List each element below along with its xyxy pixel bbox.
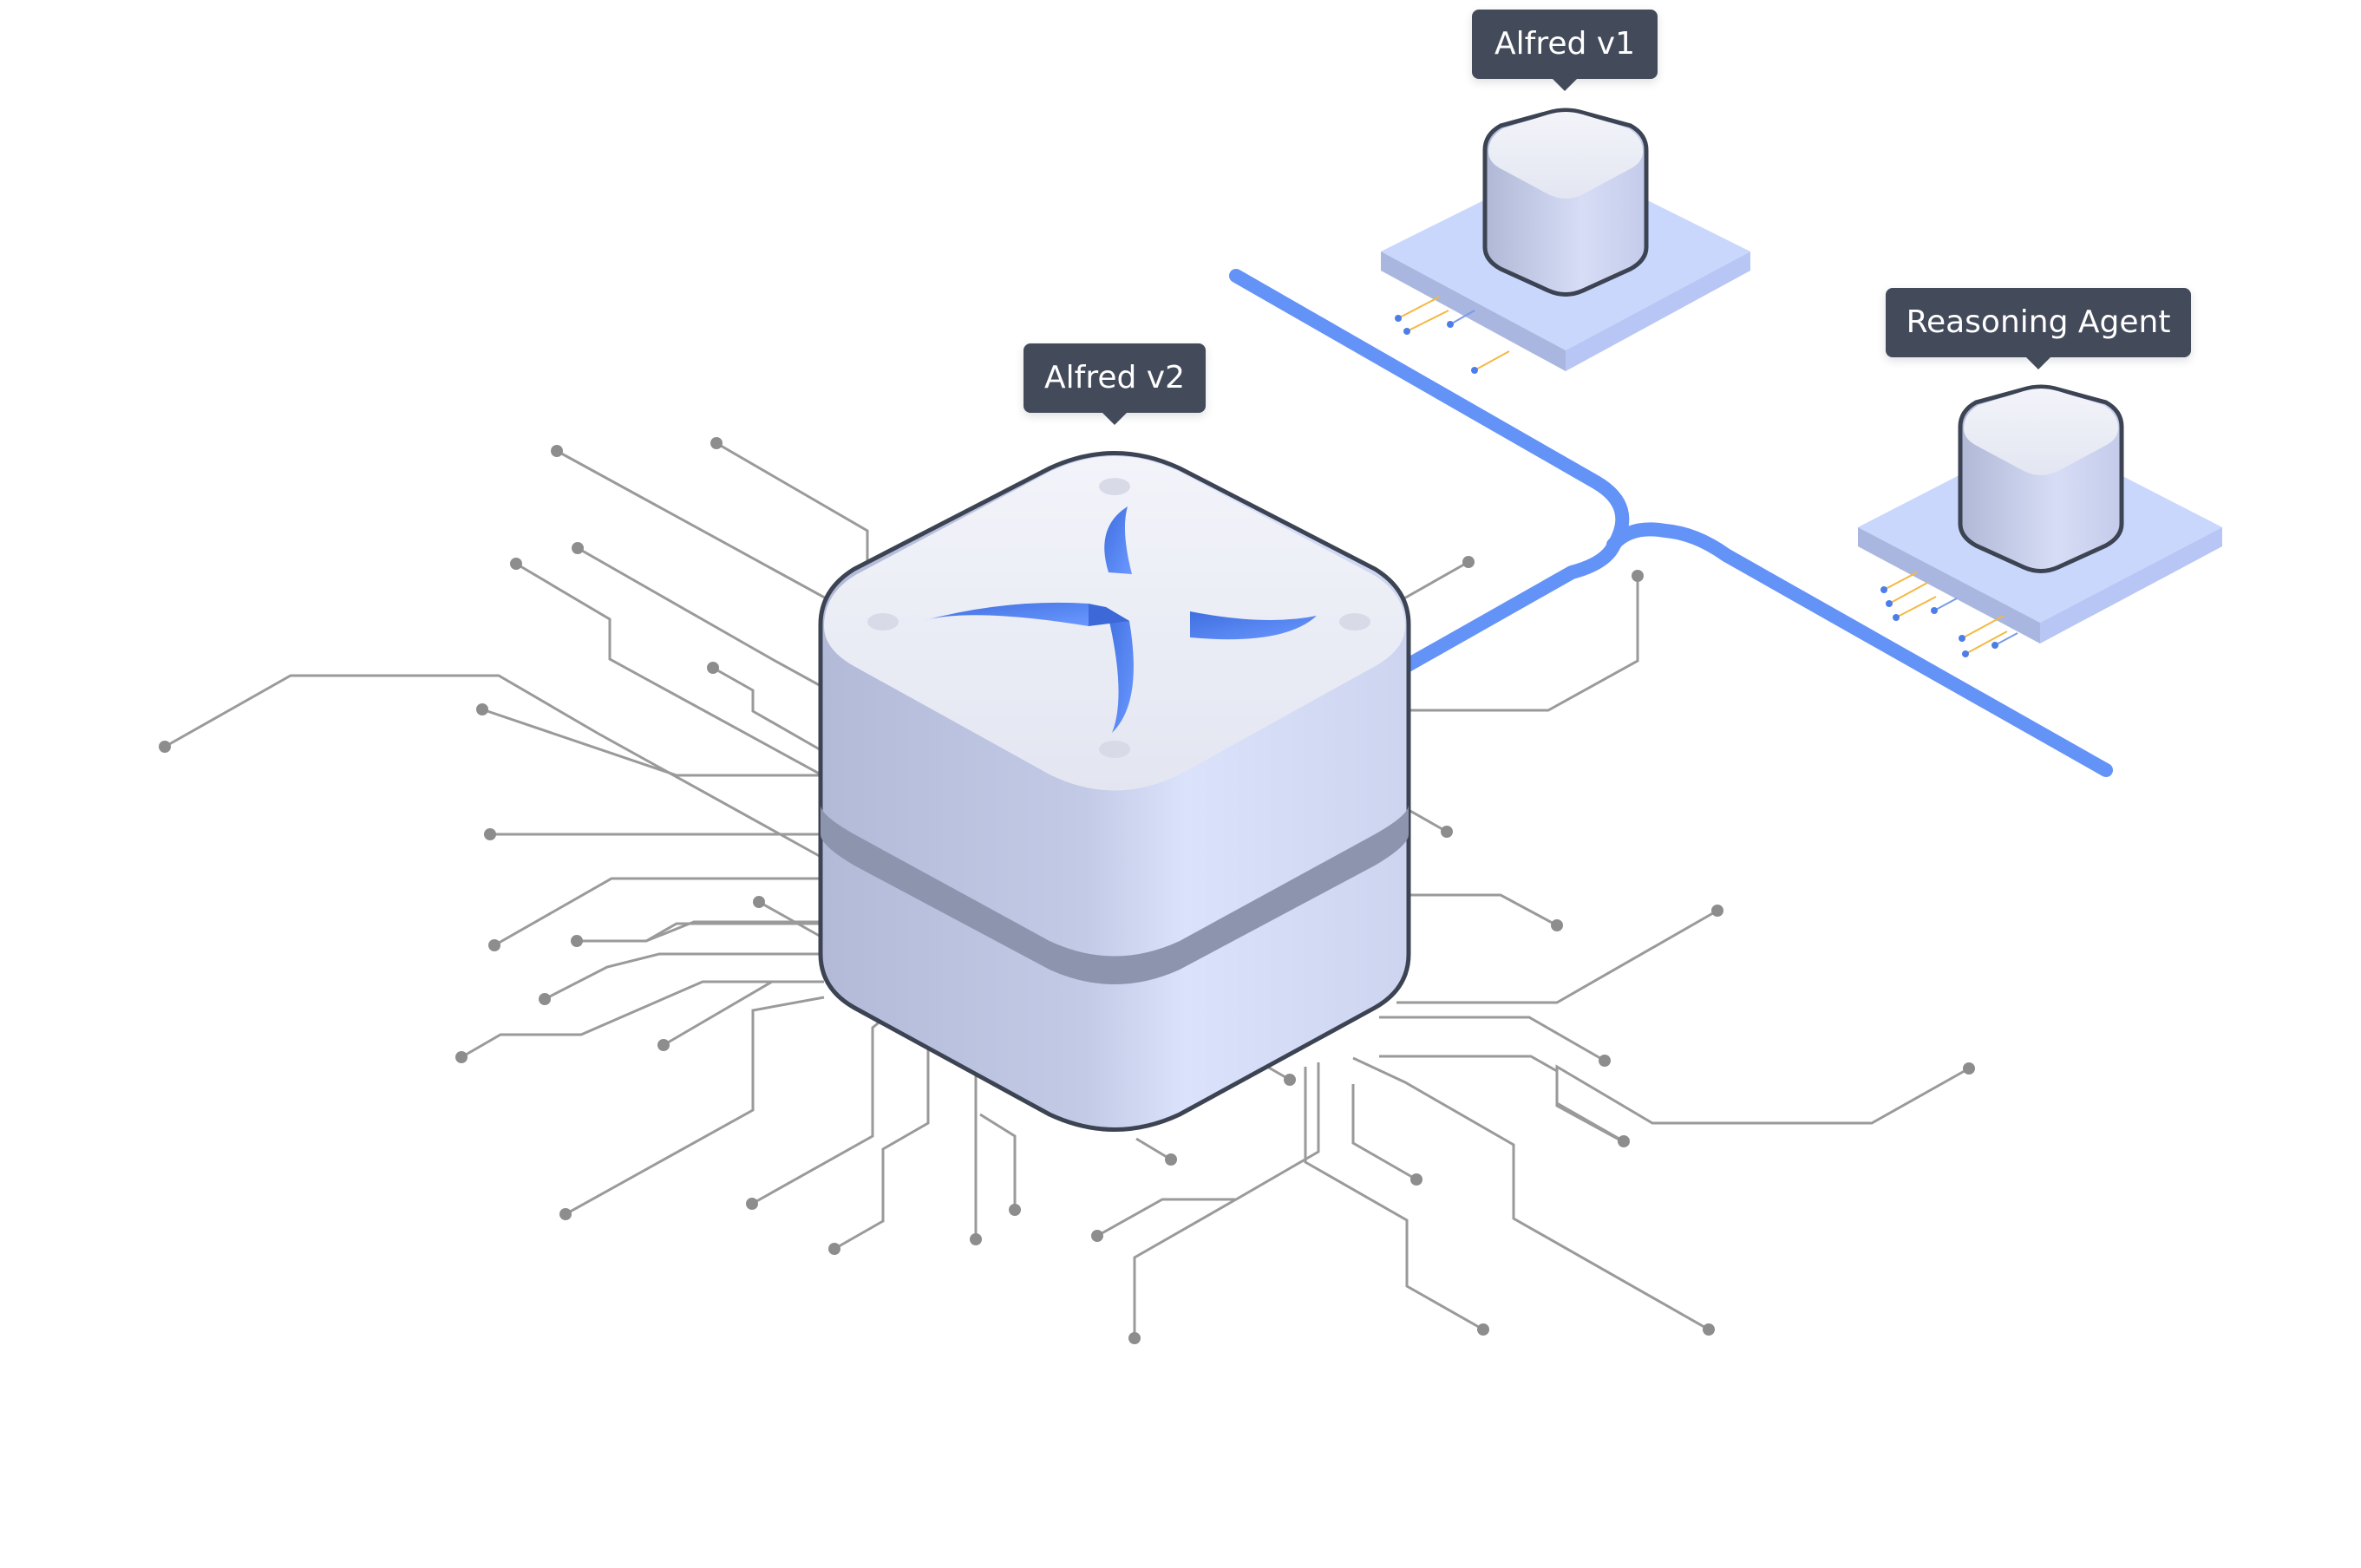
small-cube-top — [1964, 389, 2118, 475]
reasoning-agent-label: Reasoning Agent — [1886, 288, 2191, 369]
mount-holes — [867, 478, 1370, 758]
reasoning-agent-node[interactable] — [1858, 384, 2222, 657]
platform-dots — [1880, 586, 1998, 657]
alfred-v1-label: Alfred v1 — [1472, 10, 1658, 91]
platform-right — [1566, 252, 1750, 371]
platform-dots — [1395, 315, 1478, 374]
alfred-v2-node[interactable] — [818, 451, 1411, 1132]
x-logo-icon — [922, 506, 1317, 733]
small-cube-top — [1488, 112, 1643, 199]
alfred-v2-label: Alfred v2 — [1024, 343, 1206, 425]
circuit-pins — [159, 437, 1975, 1344]
platform-pins — [1397, 296, 1510, 371]
platform-pins — [1883, 572, 2018, 655]
platform-right — [2040, 527, 2222, 644]
platform-left — [1858, 527, 2040, 644]
circuit-traces — [164, 441, 1970, 1338]
connection-bus — [1229, 269, 2113, 777]
main-cube-seam — [821, 805, 1409, 984]
alfred-v1-node[interactable] — [1381, 108, 1750, 374]
